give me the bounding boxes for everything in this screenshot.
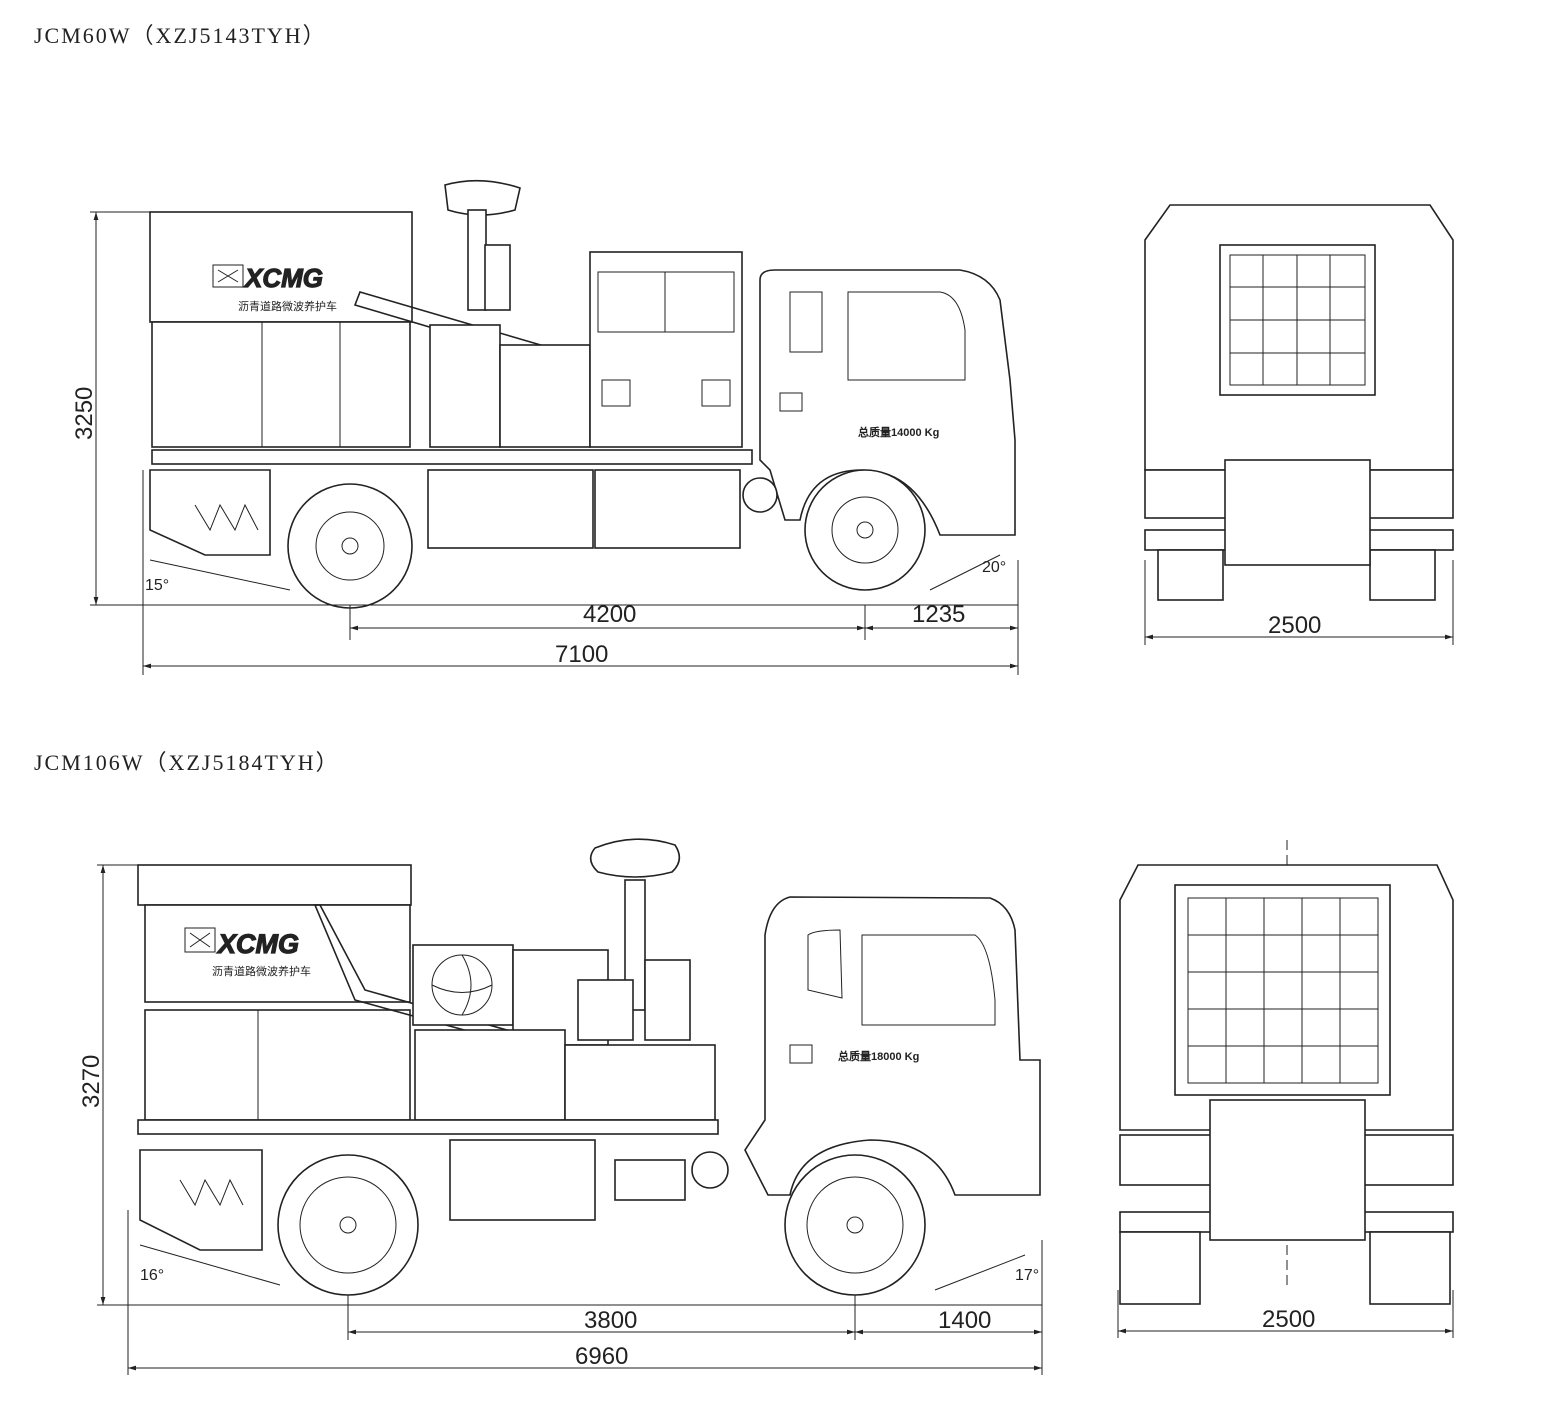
model-1-rear-dimensions: 2500 xyxy=(1144,560,1454,645)
model-1-rear-wheel xyxy=(287,483,413,609)
model-1-front-angle: 20° xyxy=(982,559,1006,576)
model-1-control-handle xyxy=(444,179,521,311)
model-1-dimensions: 3250 4200 1235 7100 15° 20° xyxy=(71,211,1019,675)
model-2-xcmg-logo: XCMG 沥青道路微波养护车 xyxy=(184,927,311,978)
model-1-height-label: 3250 xyxy=(71,387,98,440)
model-2-rear-wheel xyxy=(277,1154,419,1296)
model-2-cab: 总质量18000 Kg xyxy=(744,896,1041,1196)
model-1-gross-mass: 总质量14000 Kg xyxy=(858,425,939,439)
model-1-front-overhang-label: 1235 xyxy=(912,601,965,628)
model-1-width-label: 2500 xyxy=(1268,612,1321,639)
model-2-length-label: 6960 xyxy=(575,1343,628,1370)
model-2-front-angle: 17° xyxy=(1015,1267,1039,1284)
model-2-front-wheel xyxy=(784,1154,926,1296)
model-1-rear-view xyxy=(1144,204,1454,601)
model-2-rear-grid xyxy=(1188,898,1378,1083)
model-2-brand-text: XCMG xyxy=(216,929,299,959)
model-2-rear-angle: 16° xyxy=(140,1267,164,1284)
model-2-body-label: 沥青道路微波养护车 xyxy=(212,964,311,978)
model-1-title: JCM60W（XZJ5143TYH） xyxy=(34,23,327,48)
model-2-height-label: 3270 xyxy=(78,1055,105,1108)
model-1-xcmg-logo: XCMG 沥青道路微波养护车 xyxy=(212,262,337,313)
model-2-dimensions: 3270 3800 1400 6960 16° 17° xyxy=(78,864,1043,1375)
model-1-rear-grid xyxy=(1230,255,1365,385)
model-1-brand-text: XCMG xyxy=(243,263,323,293)
model-1-length-label: 7100 xyxy=(555,641,608,668)
model-1-body-label: 沥青道路微波养护车 xyxy=(238,299,337,313)
model-2-rear-view xyxy=(1119,840,1454,1305)
model-1-rear-angle: 15° xyxy=(145,577,169,594)
model-2-control-handle xyxy=(577,838,691,1041)
model-2-title: JCM106W（XZJ5184TYH） xyxy=(34,750,340,775)
model-2-front-overhang-label: 1400 xyxy=(938,1307,991,1334)
model-1-side-view: XCMG 沥青道路微波养护车 总质量14000 Kg xyxy=(143,179,1018,609)
model-2-side-view: XCMG 沥青道路微波养护车 总质量18000 Kg xyxy=(128,838,1042,1306)
model-2-radiator-fan xyxy=(431,954,493,1016)
model-2-width-label: 2500 xyxy=(1262,1306,1315,1333)
model-2-gross-mass: 总质量18000 Kg xyxy=(838,1049,919,1063)
model-2-rear-dimensions: 2500 xyxy=(1117,1290,1454,1338)
model-1-cab: 总质量14000 Kg xyxy=(759,269,1016,536)
model-2-wheelbase-label: 3800 xyxy=(584,1307,637,1334)
model-1-wheelbase-label: 4200 xyxy=(583,601,636,628)
model-1-front-wheel xyxy=(804,469,926,591)
